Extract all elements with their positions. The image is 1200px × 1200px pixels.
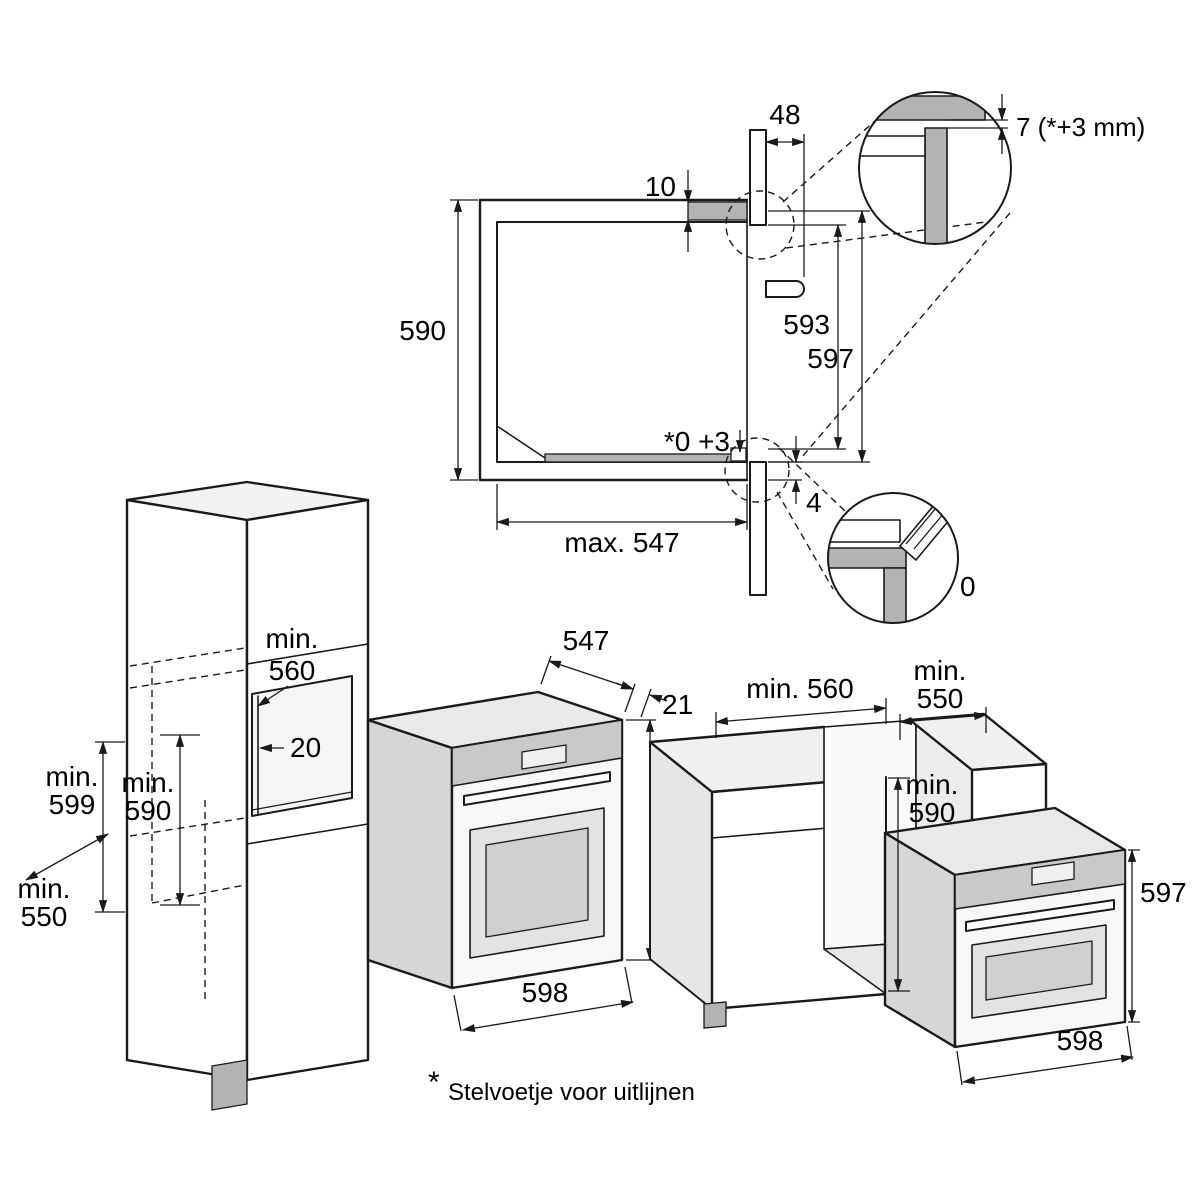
cabinet-front-panel-lines [246,643,369,845]
detail-top: 7 (*+3 mm) [858,91,1145,245]
dim-tu590-label-2: 590 [125,795,172,826]
dim-br550-line [898,711,988,726]
dim-max547-label: max. 547 [564,527,679,558]
plinth-foot [211,1059,248,1111]
base-oven [883,806,1127,1049]
dim-ov598-label: 598 [522,977,569,1008]
base-oven-door-glass [985,940,1093,1001]
dim-590-ext [450,199,478,481]
dim-max547-ext [496,484,748,530]
dim-550-line [25,833,109,881]
dim-tu560-leader [257,685,289,707]
dim-br560-line [714,704,888,726]
footnote-marker: * [428,1066,440,1099]
dim-550-label-2: 550 [21,901,68,932]
dim-21-arrow-a [615,681,635,690]
dim-599-ext [95,741,125,913]
detail-bottom-outline [827,492,959,624]
detail-top-gap-label: 7 (*+3 mm) [1016,112,1145,142]
dim-21-ext [640,688,652,718]
dim-21-label: 21 [662,689,693,720]
detail-top-cabinet-panel [859,95,986,121]
oven-left-face [366,718,454,990]
detail-bottom-foot-wedge [899,504,951,561]
detail-bottom-front-panel [883,567,907,623]
dim-br590-label-1: min. [906,769,959,800]
dim-20-label: 20 [290,732,321,763]
callout-circle-bottom [724,437,790,503]
tall-cabinet-view: min. 560 20 min. 599 min. 590 min. 550 [18,480,370,1111]
dim-593-label: 593 [783,309,830,340]
dim-4-label: 4 [806,487,822,518]
detail-bottom-floor-panel [828,547,907,569]
dim-599-label-1: min. [46,761,99,792]
dim-br550-label-2: 550 [917,683,964,714]
dim-590-label: 590 [399,315,446,346]
detail-top-outline [858,91,1012,245]
detail-top-oven-trim [859,135,926,157]
niche-floor-line [251,791,353,811]
dim-tu590-label-1: min. [122,767,175,798]
detail-bottom-foot-hatch [905,507,945,550]
base-cabinet-view: min. 560 min. 550 min. 590 597 598 [648,655,1187,1086]
dim-tu560-label-1: min. [266,623,319,654]
detail-bottom: 0 [827,492,976,624]
door-handle [765,280,805,298]
detail-top-gap-ticks [947,119,1008,129]
cross-section-view: 590 48 10 593 597 *0 +3 4 max. 547 [399,91,1145,624]
dim-br598-line [961,1054,1135,1085]
dim-0plus3-label: *0 +3 [664,426,730,457]
oven-handle [463,771,611,806]
dim-48-ext [765,134,805,277]
detail-top-front-panel [924,127,948,244]
oven-display [521,744,567,770]
oven-3d-view: 547 21 597 598 [366,625,707,1033]
detail-bottom-gap-label: 0 [960,571,976,602]
cabinet-niche-opening [251,675,353,817]
dim-550-label-1: min. [18,873,71,904]
base-oven-handle [965,899,1115,932]
detail-bottom-oven-base [828,519,901,543]
dim-ov598-ext [453,966,633,1032]
dim-br597-ext [1128,849,1140,1023]
niche-floor-diagonal [496,425,546,459]
callout-circle-top [725,190,795,260]
dim-10-label: 10 [645,171,676,202]
dim-br598-ext [956,1025,1133,1086]
dim-br598-label: 598 [1057,1025,1104,1056]
footnote-text: Stelvoetje voor uitlijnen [448,1079,695,1106]
oven-top-trim [687,201,748,221]
base-oven-display [1031,861,1075,886]
dim-br590-label-2: 590 [909,797,956,828]
dim-ov598-line [461,999,635,1033]
dim-tu560-label-2: 560 [269,655,316,686]
oven-door-glass [485,827,589,938]
dim-br550-label-1: min. [914,655,967,686]
dim-48-label: 48 [769,99,800,130]
adjustable-foot [730,447,747,462]
dim-21-arrow-b [648,694,668,703]
callout-connectors [776,119,1011,590]
niche-outer-outline [478,198,749,482]
base-plinth [703,1001,727,1029]
dim-599-label-2: 599 [49,789,96,820]
front-panel-upper [749,129,767,226]
footnote: * Stelvoetje voor uitlijnen [428,1066,695,1106]
dim-597-label: 597 [807,343,854,374]
front-panel-lower [749,461,767,596]
dim-br597-label: 597 [1140,877,1187,908]
dim-547-label: 547 [563,625,610,656]
dim-br560-label: min. 560 [746,673,853,704]
